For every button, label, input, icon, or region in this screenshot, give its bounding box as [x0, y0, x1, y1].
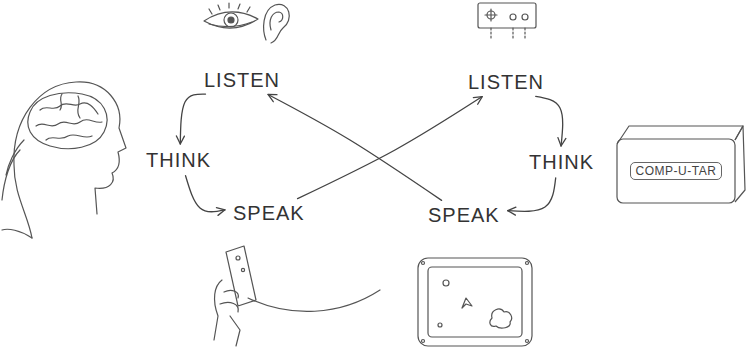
step-label: SPEAK [428, 204, 500, 226]
flow-arrow [298, 97, 483, 199]
step-label: LISTEN [204, 69, 280, 91]
step-word: SPEAK [423, 202, 505, 228]
sensor-device [478, 3, 536, 38]
remote-cord [248, 290, 380, 311]
step-word: LISTEN [199, 67, 285, 93]
flow-arrow [268, 94, 442, 200]
step-word: SPEAK [228, 200, 310, 226]
eye-icon [204, 3, 258, 28]
head-profile [2, 82, 126, 238]
hand-remote [214, 246, 380, 346]
step-label: LISTEN [468, 71, 544, 93]
computer-box: COMP-U-TAR [615, 122, 747, 206]
flow-arrow [186, 176, 225, 212]
step-label: SPEAK [233, 202, 305, 224]
step-word: LISTEN [463, 69, 549, 95]
step-word: THINK [141, 147, 216, 173]
flow-arrow [508, 178, 556, 212]
tablet-screen [418, 258, 532, 346]
ear-icon [264, 4, 290, 43]
device-label: COMP-U-TAR [630, 162, 723, 180]
flow-arrow [180, 94, 205, 144]
step-word: THINK [524, 149, 599, 175]
flow-arrow [536, 96, 563, 146]
step-label: THINK [529, 151, 594, 173]
step-label: THINK [146, 149, 211, 171]
